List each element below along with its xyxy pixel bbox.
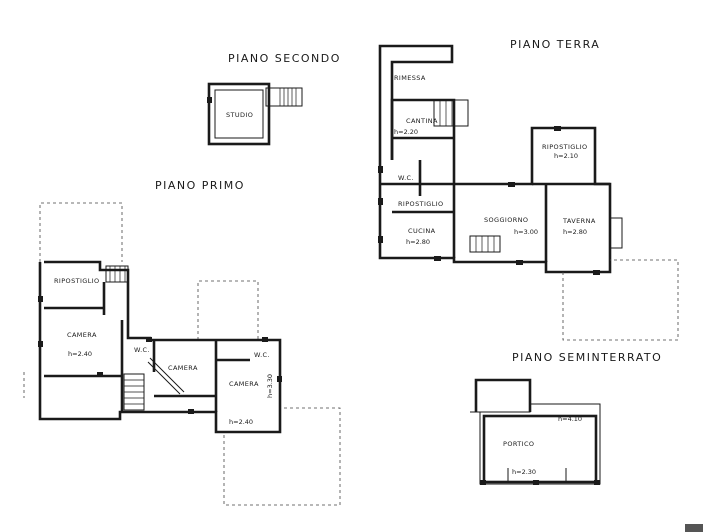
room-camera-center: CAMERA [168, 364, 198, 372]
room-wc-terra: W.C. [398, 174, 414, 182]
title-piano-terra: PIANO TERRA [510, 38, 600, 51]
room-cantina: CANTINA [406, 117, 438, 125]
room-ripostiglio-primo: RIPOSTIGLIO [54, 277, 100, 285]
portico-walls [482, 414, 598, 484]
room-ripostiglio-terra-top: RIPOSTIGLIO [542, 143, 588, 151]
room-wc-right-primo: W.C. [254, 351, 270, 359]
primo-outer-walls [38, 260, 282, 434]
studio-inner [214, 89, 264, 139]
height-soggiorno: h=3.00 [514, 228, 538, 236]
height-ripostiglio-terra-top: h=2.10 [554, 152, 578, 160]
title-piano-secondo: PIANO SECONDO [228, 52, 341, 65]
room-ripostiglio-terra: RIPOSTIGLIO [398, 200, 444, 208]
corner-mark [685, 524, 703, 532]
room-studio: STUDIO [226, 111, 253, 119]
height-taverna: h=2.80 [563, 228, 587, 236]
height-portico-bottom: h=2.30 [512, 468, 536, 476]
terrace-top-left [39, 202, 123, 262]
terrace-top-right [197, 280, 259, 340]
terra-stair-soggiorno [469, 235, 501, 253]
room-rimessa: RIMESSA [394, 74, 426, 82]
rimessa-walls [378, 44, 454, 160]
terra-stair-top [433, 99, 469, 127]
room-wc-primo: W.C. [134, 346, 150, 354]
title-piano-seminterrato: PIANO SEMINTERRATO [512, 351, 662, 364]
room-taverna: TAVERNA [562, 217, 596, 225]
primo-stair [123, 357, 185, 411]
height-cucina: h=2.80 [406, 238, 430, 246]
plan-piano-terra: RIMESSA CANTINA h=2.20 RIPOSTIGLIO h=2.1… [378, 44, 679, 341]
height-portico-top: h=4.10 [558, 415, 582, 423]
room-camera-right: CAMERA [229, 380, 259, 388]
height-cantina: h=2.20 [394, 128, 418, 136]
height-camera-right: h=3.30 [266, 374, 274, 398]
room-soggiorno: SOGGIORNO [484, 216, 528, 224]
title-piano-primo: PIANO PRIMO [155, 179, 245, 192]
plan-piano-seminterrato: PORTICO h=4.10 h=2.30 [470, 378, 601, 485]
terrace-bottom [223, 407, 341, 506]
studio-stair-steps [279, 88, 297, 106]
seminterrato-walls-top [474, 378, 532, 412]
height-camera-left: h=2.40 [68, 350, 92, 358]
studio-walls [207, 82, 271, 146]
plan-piano-primo: RIPOSTIGLIO CAMERA h=2.40 W.C. CAMERA W.… [23, 202, 341, 506]
room-cucina: CUCINA [408, 227, 436, 235]
plan-piano-secondo: STUDIO [207, 82, 303, 146]
window-mark [207, 97, 212, 103]
terra-terrace [562, 259, 679, 341]
height-primo-bottom: h=2.40 [229, 418, 253, 426]
room-camera-left: CAMERA [67, 331, 97, 339]
terra-outer-walls [378, 98, 612, 274]
room-portico: PORTICO [503, 440, 534, 448]
primo-stair-top [105, 265, 129, 283]
